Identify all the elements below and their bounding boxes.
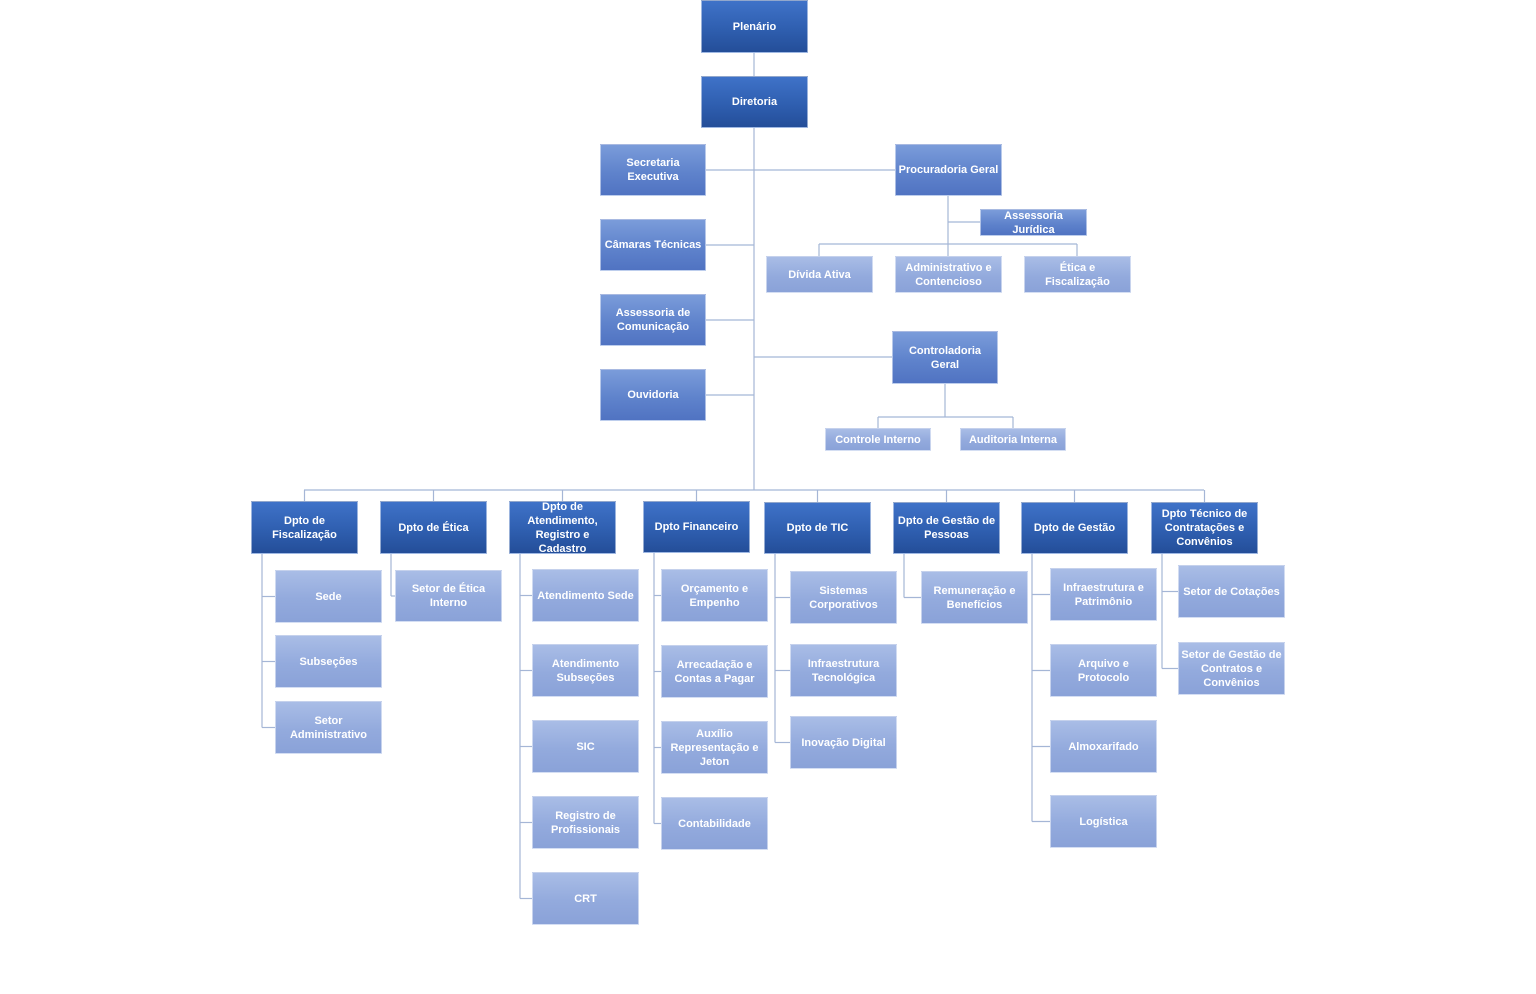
node-sector[interactable]: Arrecadação e Contas a Pagar: [661, 645, 768, 698]
node-assessoria-juridica[interactable]: Assessoria Jurídica: [980, 209, 1087, 236]
node-sector[interactable]: Atendimento Subseções: [532, 644, 639, 697]
node-auditoria-interna[interactable]: Auditoria Interna: [960, 428, 1066, 451]
node-camaras-tecnicas[interactable]: Câmaras Técnicas: [600, 219, 706, 271]
node-sector[interactable]: CRT: [532, 872, 639, 925]
node-sector[interactable]: Setor Administrativo: [275, 701, 382, 754]
node-secretaria-executiva[interactable]: Secretaria Executiva: [600, 144, 706, 196]
node-divida-ativa[interactable]: Dívida Ativa: [766, 256, 873, 293]
node-sector[interactable]: Logística: [1050, 795, 1157, 848]
node-ouvidoria[interactable]: Ouvidoria: [600, 369, 706, 421]
node-sector[interactable]: Setor de Gestão de Contratos e Convênios: [1178, 642, 1285, 695]
node-etica-fiscalizacao[interactable]: Ética e Fiscalização: [1024, 256, 1131, 293]
node-sector[interactable]: Atendimento Sede: [532, 569, 639, 622]
node-department[interactable]: Dpto de Atendimento, Registro e Cadastro: [509, 501, 616, 555]
node-procuradoria-geral[interactable]: Procuradoria Geral: [895, 144, 1002, 196]
node-sector[interactable]: Setor de Cotações: [1178, 565, 1285, 618]
node-administrativo-contencioso[interactable]: Administrativo e Contencioso: [895, 256, 1002, 293]
node-sector[interactable]: Almoxarifado: [1050, 720, 1157, 773]
node-sector[interactable]: Registro de Profissionais: [532, 796, 639, 849]
node-sector[interactable]: Infraestrutura e Patrimônio: [1050, 568, 1157, 621]
node-sector[interactable]: Subseções: [275, 635, 382, 688]
node-department[interactable]: Dpto de TIC: [764, 502, 871, 554]
node-assessoria-comunicacao[interactable]: Assessoria de Comunicação: [600, 294, 706, 346]
node-department[interactable]: Dpto de Fiscalização: [251, 501, 358, 554]
node-diretoria[interactable]: Diretoria: [701, 76, 808, 128]
node-sector[interactable]: Orçamento e Empenho: [661, 569, 768, 622]
node-controle-interno[interactable]: Controle Interno: [825, 428, 931, 451]
node-department[interactable]: Dpto de Gestão: [1021, 502, 1128, 554]
node-sector[interactable]: Sistemas Corporativos: [790, 571, 897, 624]
node-controladoria-geral[interactable]: Controladoria Geral: [892, 331, 998, 384]
node-sector[interactable]: Setor de Ética Interno: [395, 570, 502, 622]
node-plenario[interactable]: Plenário: [701, 0, 808, 53]
node-department[interactable]: Dpto Técnico de Contratações e Convênios: [1151, 502, 1258, 554]
node-sector[interactable]: Auxílio Representação e Jeton: [661, 721, 768, 774]
node-sector[interactable]: SIC: [532, 720, 639, 773]
node-sector[interactable]: Remuneração e Benefícios: [921, 571, 1028, 624]
node-department[interactable]: Dpto Financeiro: [643, 501, 750, 553]
node-sector[interactable]: Contabilidade: [661, 797, 768, 850]
node-department[interactable]: Dpto de Ética: [380, 501, 487, 554]
node-sector[interactable]: Arquivo e Protocolo: [1050, 644, 1157, 697]
node-sector[interactable]: Inovação Digital: [790, 716, 897, 769]
node-sector[interactable]: Infraestrutura Tecnológica: [790, 644, 897, 697]
node-department[interactable]: Dpto de Gestão de Pessoas: [893, 502, 1000, 554]
node-sector[interactable]: Sede: [275, 570, 382, 623]
